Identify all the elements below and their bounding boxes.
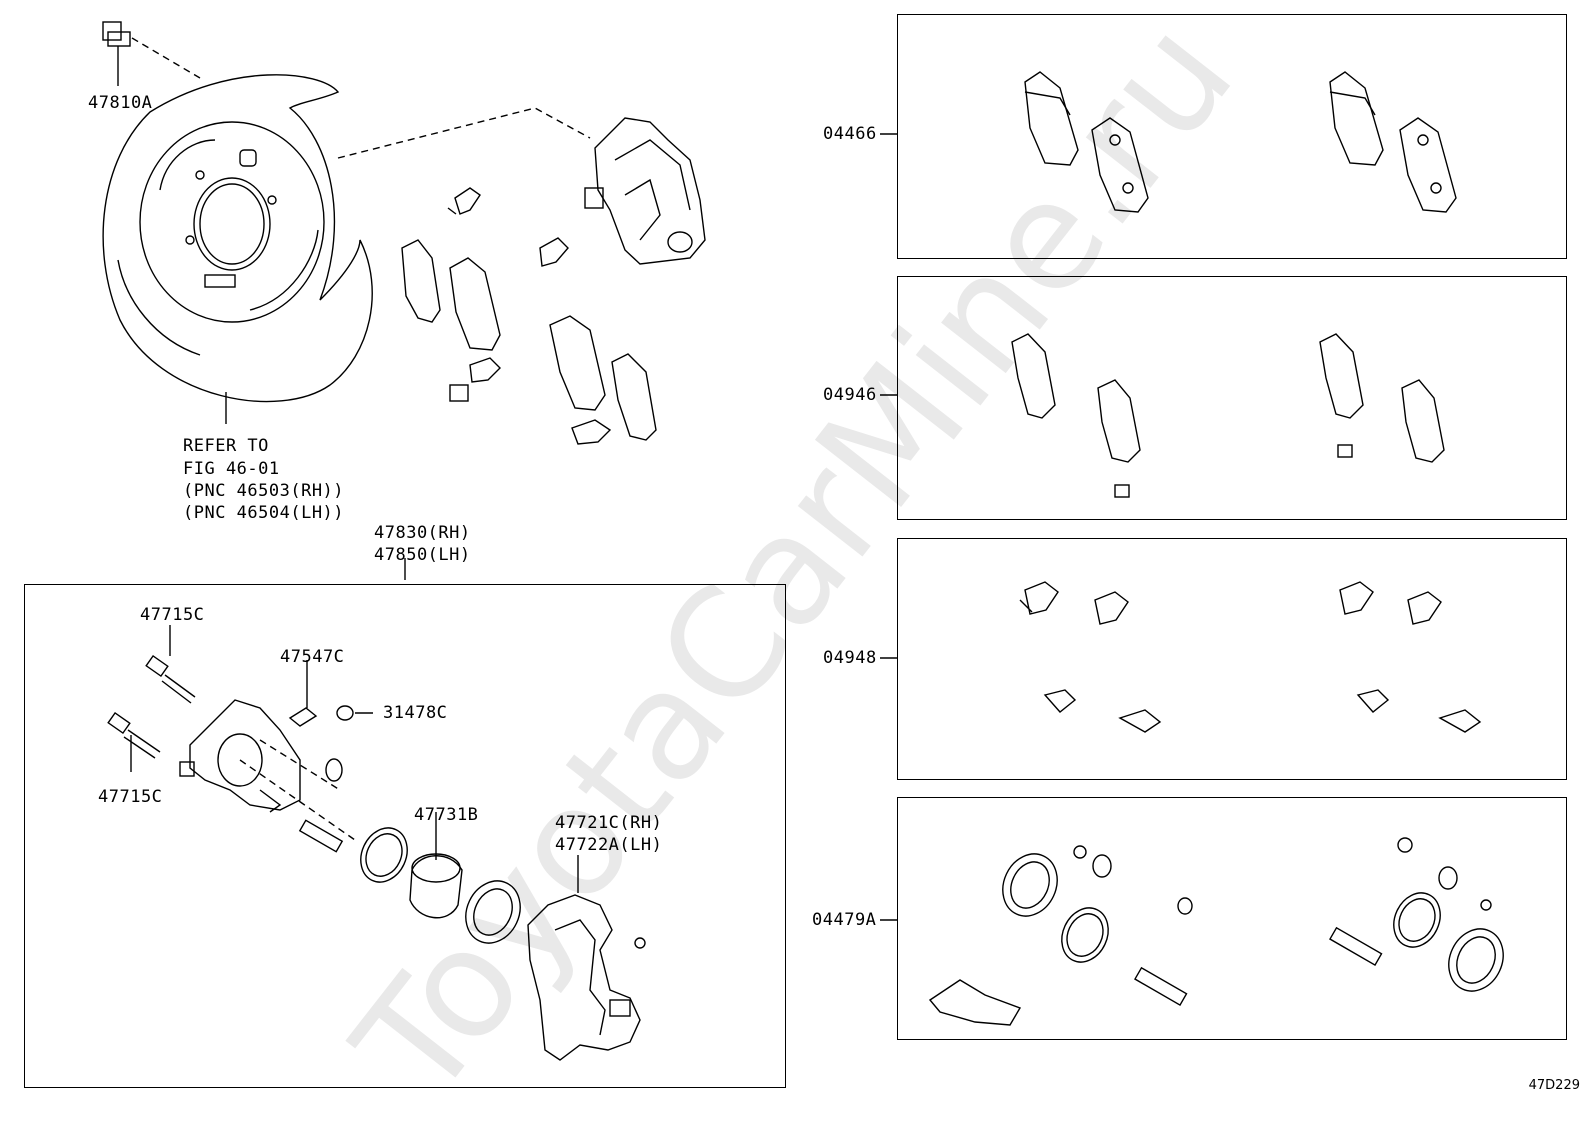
clip-icon [1339, 581, 1374, 615]
boot-icon [1092, 854, 1112, 878]
clip-icon [1118, 709, 1162, 733]
part-label-47830[interactable]: 47830(RH) [374, 523, 471, 543]
boot-icon [325, 758, 343, 782]
kit-label-04466[interactable]: 04466 [823, 124, 877, 144]
cylinder-boot-icon [465, 880, 521, 944]
cap-icon [1397, 837, 1413, 853]
cap-icon [1073, 845, 1087, 859]
refer-text-line2[interactable]: FIG 46-01 [183, 459, 280, 479]
anti-rattle-spring-icon [1114, 484, 1130, 498]
dust-shield-icon [102, 74, 373, 403]
part-label-47721C[interactable]: 47721C(RH) [555, 813, 663, 833]
caliper-assembly-icon [584, 117, 706, 265]
part-label-47715C-bottom[interactable]: 47715C [98, 787, 163, 807]
kit-box-04466 [897, 14, 1567, 259]
brake-pad-icon [1091, 117, 1149, 213]
brake-pad-icon [549, 315, 606, 411]
boot-icon [1438, 866, 1458, 890]
kit-label-04479A[interactable]: 04479A [812, 910, 877, 930]
clip-icon [1438, 709, 1482, 733]
clip-icon [469, 357, 501, 383]
part-label-47722A[interactable]: 47722A(LH) [555, 835, 663, 855]
clip-icon [1043, 689, 1077, 713]
slide-pin-icon [1134, 966, 1188, 1007]
pad-shim-icon [401, 239, 441, 323]
part-label-47547C[interactable]: 47547C [280, 647, 345, 667]
kit-label-04946[interactable]: 04946 [823, 385, 877, 405]
pad-shim-icon [1401, 379, 1445, 463]
brake-pad-icon [1024, 71, 1079, 166]
clip-icon [1019, 581, 1059, 615]
kit-label-04948[interactable]: 04948 [823, 648, 877, 668]
guide-pin-icon [145, 654, 196, 704]
diagram-code: 47D229 [1528, 1078, 1580, 1093]
pad-shim-icon [611, 353, 657, 441]
piston-seal-icon [1393, 892, 1441, 948]
clip-icon [539, 237, 569, 267]
pad-shim-icon [1097, 379, 1141, 463]
kit-box-04479A [897, 797, 1567, 1040]
part-label-47731B[interactable]: 47731B [414, 805, 479, 825]
anti-rattle-spring-icon [449, 384, 469, 402]
caliper-mounting-bracket-icon [527, 894, 641, 1061]
brake-pad-icon [1399, 117, 1457, 213]
clip-icon [447, 187, 481, 215]
clip-icon [1407, 591, 1442, 625]
refer-text-line4: (PNC 46504(LH)) [183, 503, 345, 523]
anti-rattle-spring-icon [1337, 444, 1353, 458]
part-label-31478C[interactable]: 31478C [383, 703, 448, 723]
clip-icon [571, 419, 612, 445]
piston-icon [409, 855, 463, 919]
refer-text-line1: REFER TO [183, 436, 269, 456]
brake-pad-icon [1329, 71, 1384, 166]
slide-pin-icon [298, 819, 344, 853]
bleeder-plug-icon [288, 660, 318, 727]
slide-pin-icon [1329, 926, 1383, 967]
caliper-assembly-box [24, 584, 786, 1088]
piston-seal-icon [360, 827, 408, 883]
bolt-47810A-icon [102, 21, 131, 86]
part-label-47850[interactable]: 47850(LH) [374, 545, 471, 565]
refer-text-line3: (PNC 46503(RH)) [183, 481, 345, 501]
cap-icon [1177, 897, 1193, 915]
caliper-body-icon [179, 699, 301, 813]
grease-packet-icon [928, 979, 1022, 1026]
cylinder-boot-icon [1002, 853, 1058, 917]
pad-shim-icon [1011, 333, 1056, 419]
part-label-47810A[interactable]: 47810A [88, 93, 153, 113]
cylinder-boot-icon [1448, 928, 1504, 992]
part-label-47715C-top[interactable]: 47715C [140, 605, 205, 625]
kit-box-04946 [897, 276, 1567, 520]
piston-seal-icon [1061, 907, 1109, 963]
cap-icon [336, 705, 354, 721]
parts-diagram: ToyotaCarMine.ru [24, 0, 1580, 1130]
diagram-drawing [102, 21, 1504, 1061]
guide-pin-icon [107, 711, 161, 759]
kit-box-04948 [897, 538, 1567, 780]
clip-icon [1356, 689, 1390, 713]
brake-pad-icon [449, 257, 501, 351]
clip-icon [1094, 591, 1129, 625]
pad-shim-icon [1319, 333, 1364, 419]
